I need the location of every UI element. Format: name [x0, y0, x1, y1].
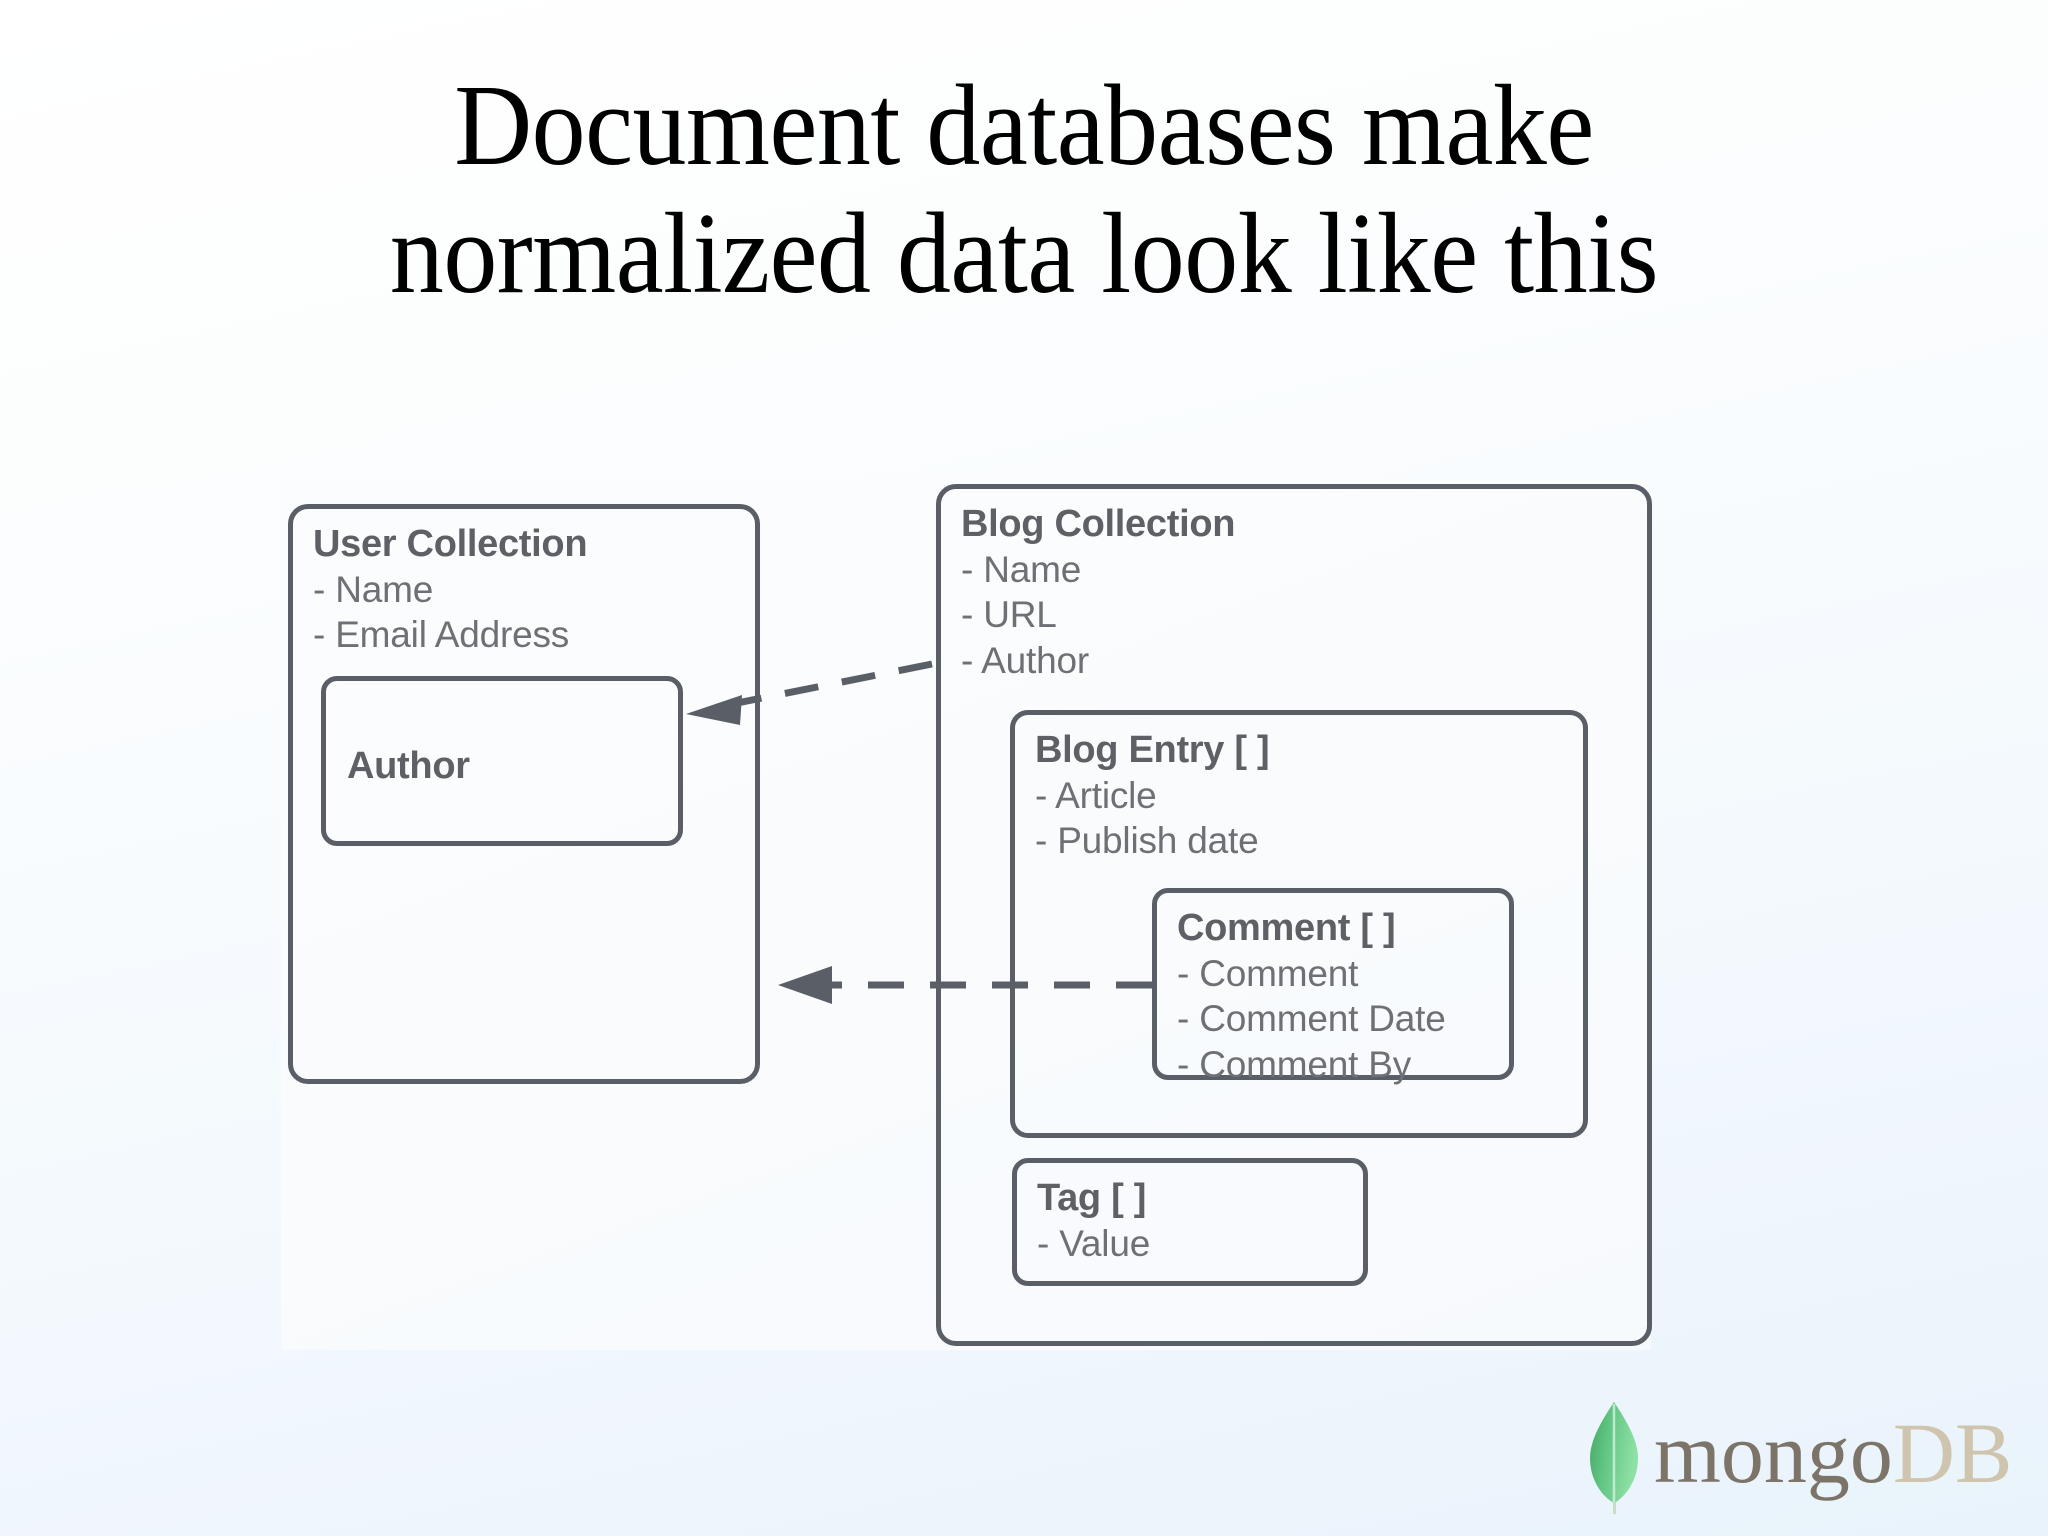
mongodb-leaf-icon [1590, 1402, 1638, 1514]
comment-title: Comment [ ] [1177, 907, 1396, 949]
blog-entry-item-article: - Article [1035, 774, 1157, 816]
mongodb-wordmark: mongoDB [1654, 1410, 2012, 1506]
author-title: Author [347, 745, 470, 787]
blog-collection-item-url: - URL [961, 594, 1057, 636]
diagram-panel [281, 478, 1651, 1350]
blog-entry-box: Blog Entry [ ] - Article - Publish date [1010, 710, 1588, 1138]
user-collection-title: User Collection [313, 523, 588, 565]
mongodb-wordmark-mongo: mongo [1654, 1405, 1893, 1501]
comment-box: Comment [ ] - Comment - Comment Date - C… [1152, 888, 1514, 1085]
tag-box: Tag [ ] - Value [1012, 1158, 1368, 1286]
page-title-line-2: normalized data look like this [389, 190, 1659, 318]
comment-item-comment: - Comment [1177, 952, 1359, 994]
tag-item-value: - Value [1037, 1222, 1151, 1264]
comment-item-comment-by: - Comment By [1177, 1043, 1412, 1085]
mongodb-wordmark-db: DB [1892, 1405, 2013, 1501]
blog-entry-item-publish-date: - Publish date [1035, 820, 1259, 862]
page-title-line-1: Document databases make [454, 62, 1594, 190]
mongodb-logo: mongoDB [1586, 1396, 2012, 1520]
page-title: Document databases make normalized data … [0, 62, 2048, 318]
user-collection-item-name: - Name [313, 568, 434, 610]
user-collection-box: User Collection - Name - Email Address [288, 504, 760, 1084]
blog-collection-title: Blog Collection [961, 503, 1236, 545]
author-box: Author [321, 676, 683, 846]
blog-entry-title: Blog Entry [ ] [1035, 729, 1270, 771]
blog-collection-item-name: - Name [961, 548, 1082, 590]
user-collection-item-email-address: - Email Address [313, 614, 570, 656]
blog-collection-item-author: - Author [961, 639, 1089, 681]
blog-collection-box: Blog Collection - Name - URL - Author [936, 484, 1652, 1346]
comment-item-comment-date: - Comment Date [1177, 998, 1446, 1040]
tag-title: Tag [ ] [1037, 1177, 1147, 1219]
